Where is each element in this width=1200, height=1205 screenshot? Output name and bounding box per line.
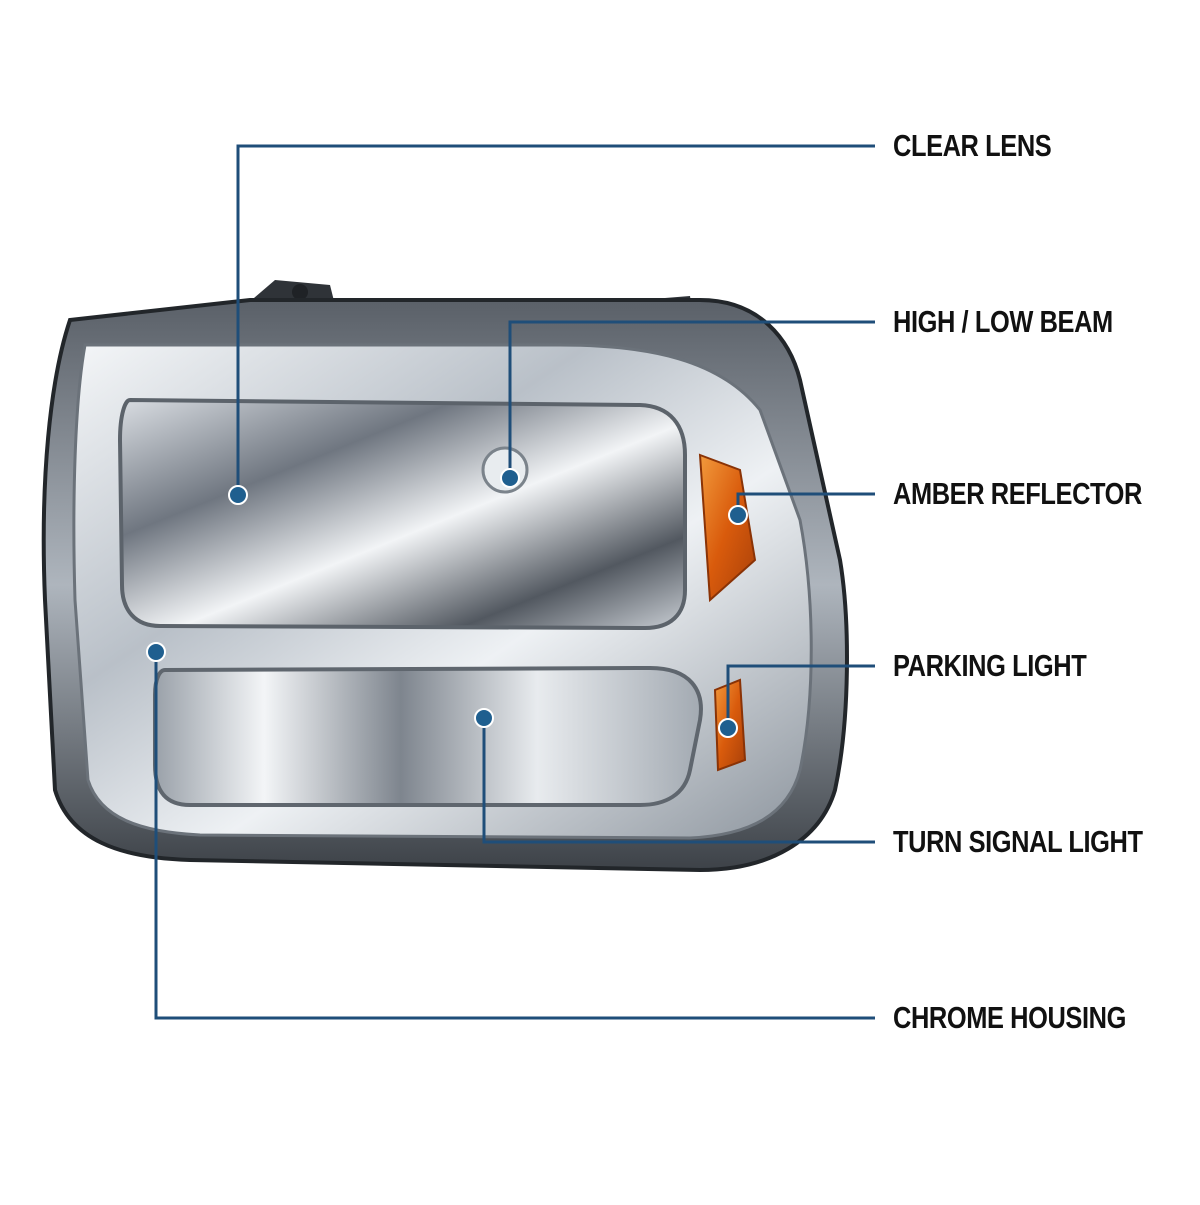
label-high-low-beam: HIGH / LOW BEAM (893, 304, 1113, 339)
label-chrome-housing: CHROME HOUSING (893, 1000, 1126, 1035)
label-parking-light: PARKING LIGHT (893, 648, 1087, 683)
callout-dot-parking-light (718, 718, 738, 738)
turn-signal-lens (153, 665, 703, 807)
label-amber-reflector: AMBER REFLECTOR (893, 476, 1142, 511)
callout-line-clear-lens (236, 144, 875, 495)
callout-dot-amber-reflector (728, 505, 748, 525)
callout-line-high-low-beam (508, 320, 875, 478)
callout-line-chrome-housing (154, 652, 875, 1020)
callout-line-parking-light (726, 664, 875, 728)
callout-line-turn-signal-light (482, 718, 875, 844)
label-turn-signal-light: TURN SIGNAL LIGHT (893, 824, 1143, 859)
callout-dot-high-low-beam (500, 468, 520, 488)
amber-reflector-lens (698, 453, 757, 603)
callout-dot-clear-lens (228, 485, 248, 505)
high-low-beam-reflector (117, 397, 687, 631)
callout-dot-turn-signal-light (474, 708, 494, 728)
callout-dot-chrome-housing (146, 642, 166, 662)
label-clear-lens: CLEAR LENS (893, 128, 1052, 163)
